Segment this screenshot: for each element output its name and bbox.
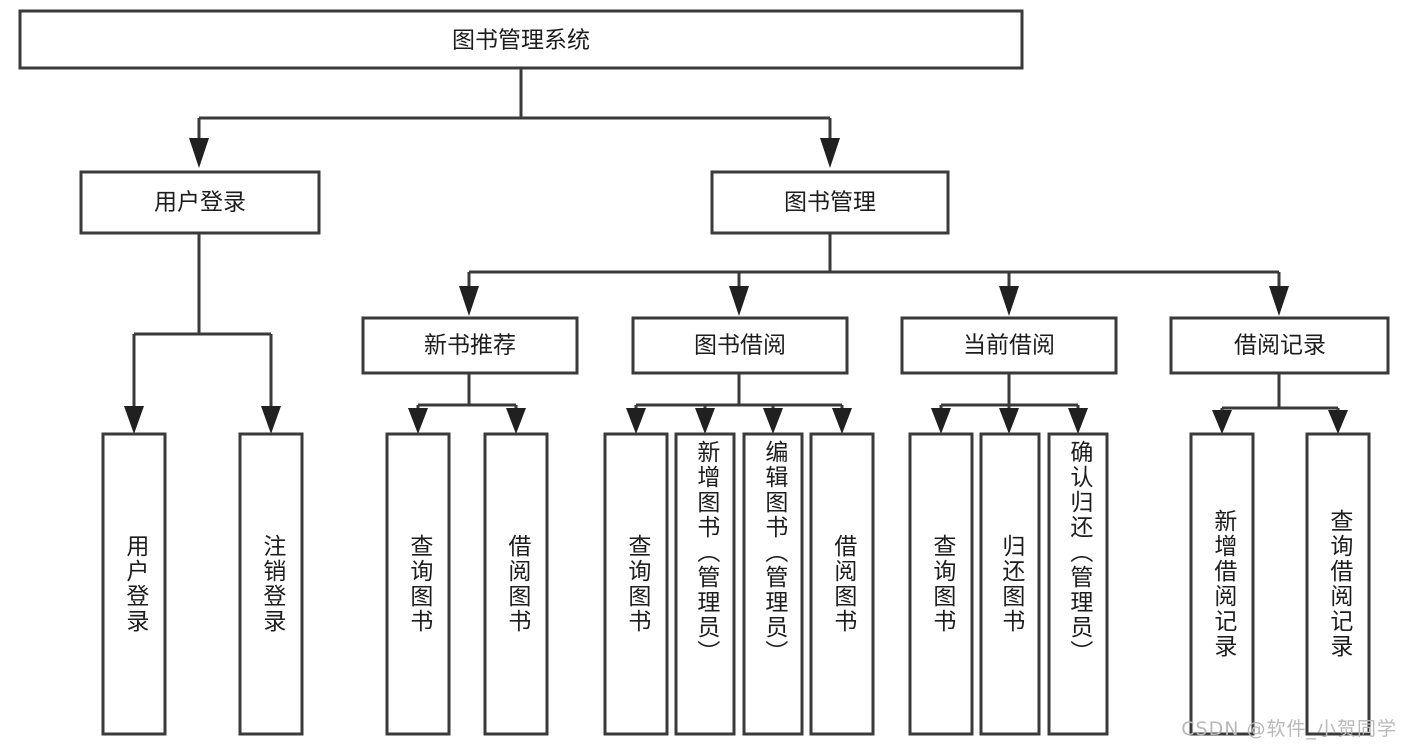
arrow-head-borrow-record (1269, 286, 1289, 316)
connector-group-user-login-to-leaves (124, 233, 281, 434)
arrow-head-leaf-logout (261, 406, 281, 434)
watermark-text: CSDN @软件_小贺同学 (1181, 718, 1397, 740)
node-leaf-query-book-3-box[interactable] (908, 432, 974, 736)
node-borrow-record-box[interactable] (1169, 316, 1390, 375)
arrow-head-leaf-query-book-2 (626, 408, 646, 434)
node-borrow-record[interactable]: 借阅记录 (1169, 316, 1390, 375)
connector-group-book-management-to-level3 (459, 233, 1289, 316)
node-leaf-query-book-1-box[interactable] (385, 432, 451, 736)
arrow-head-new-book-recommend (459, 286, 479, 316)
node-leaf-return-book-box[interactable] (979, 432, 1041, 736)
node-leaf-add-record-box[interactable] (1189, 432, 1255, 736)
node-root[interactable]: 图书管理系统 (18, 9, 1024, 70)
node-root-label: 图书管理系统 (452, 28, 590, 54)
node-current-borrow-label: 当前借阅 (963, 333, 1055, 359)
arrow-head-leaf-add-book (695, 408, 715, 434)
node-current-borrow[interactable]: 当前借阅 (900, 316, 1118, 375)
node-user-login-box[interactable] (79, 170, 321, 235)
node-leaf-borrow-book-1-box[interactable] (483, 432, 549, 736)
node-leaf-edit-book-box[interactable] (742, 432, 804, 736)
node-leaf-borrow-book-2-box[interactable] (809, 432, 875, 736)
node-leaf-query-book-2-box[interactable] (603, 432, 669, 736)
node-book-borrow[interactable]: 图书借阅 (631, 316, 849, 375)
connector-group-borrow-record-to-leaves (1212, 373, 1348, 434)
arrow-head-book-borrow (729, 286, 749, 316)
node-new-book-recommend-box[interactable] (361, 316, 579, 375)
node-book-borrow-box[interactable] (631, 316, 849, 375)
connector-group-root-to-level2 (189, 68, 840, 168)
node-user-login-label: 用户登录 (154, 190, 246, 216)
arrow-head-leaf-query-record (1328, 410, 1348, 434)
arrow-head-user-login (189, 138, 209, 168)
node-leaf-query-record-box[interactable] (1305, 432, 1371, 736)
node-book-management-label: 图书管理 (784, 190, 876, 216)
node-leaf-user-login-box[interactable] (101, 432, 167, 736)
arrow-head-leaf-query-book-3 (931, 408, 951, 434)
node-leaf-confirm-return-box[interactable] (1047, 432, 1109, 736)
arrow-head-leaf-return-book (999, 408, 1019, 434)
node-new-book-recommend[interactable]: 新书推荐 (361, 316, 579, 375)
arrow-head-leaf-edit-book (763, 408, 783, 434)
arrow-head-leaf-borrow-book-2 (832, 408, 852, 434)
node-leaf-logout-box[interactable] (238, 432, 304, 736)
node-current-borrow-box[interactable] (900, 316, 1118, 375)
connector-group-current-borrow-to-leaves (931, 373, 1088, 434)
node-user-login[interactable]: 用户登录 (79, 170, 321, 235)
arrow-head-leaf-borrow-book-1 (506, 408, 526, 434)
node-book-management[interactable]: 图书管理 (710, 170, 950, 235)
connector-group-new-book-to-leaves (408, 373, 526, 434)
node-leaf-add-book-box[interactable] (674, 432, 736, 736)
node-book-borrow-label: 图书借阅 (694, 333, 786, 359)
arrow-head-leaf-query-book-1 (408, 408, 428, 434)
arrow-head-current-borrow (999, 286, 1019, 316)
node-borrow-record-label: 借阅记录 (1234, 333, 1326, 359)
node-book-management-box[interactable] (710, 170, 950, 235)
arrow-head-book-management (820, 138, 840, 168)
arrow-head-leaf-confirm-return (1068, 408, 1088, 434)
node-root-box[interactable] (18, 9, 1024, 70)
arrow-head-leaf-add-record (1212, 410, 1232, 434)
node-new-book-recommend-label: 新书推荐 (424, 333, 516, 359)
arrow-head-leaf-user-login (124, 406, 144, 434)
connector-group-book-borrow-to-leaves (626, 373, 852, 434)
